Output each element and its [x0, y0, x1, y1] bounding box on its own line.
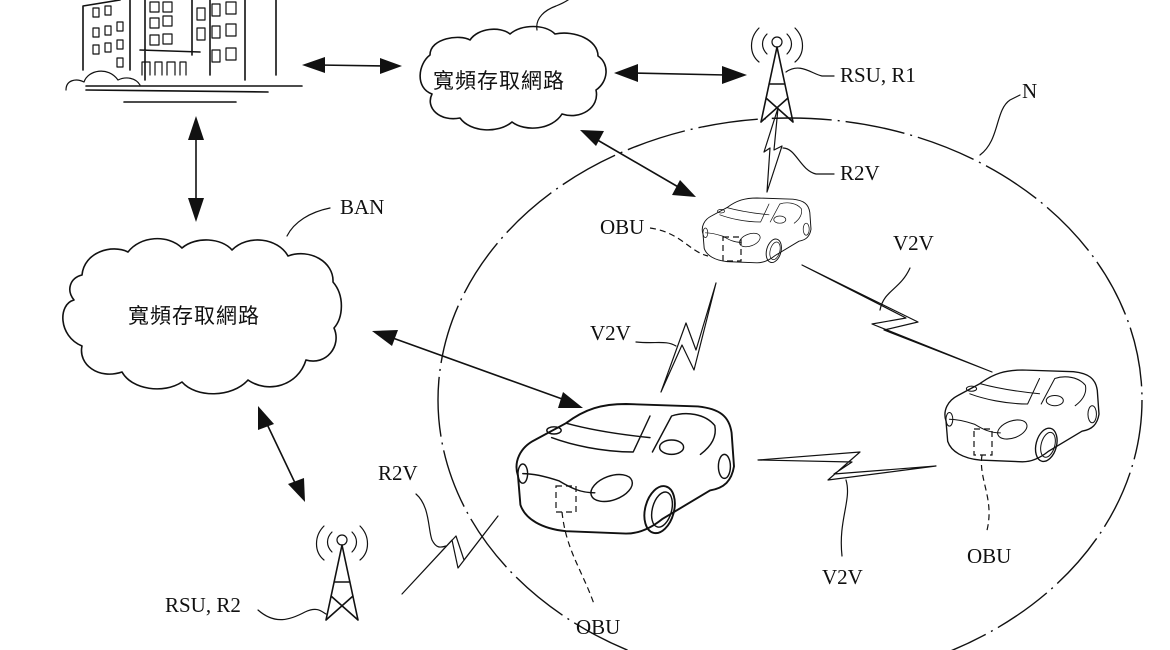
v2v-top-center-label: V2V	[590, 321, 631, 345]
car-top-obu-label: OBU	[600, 215, 644, 239]
wireless-link-icon	[763, 107, 783, 193]
link-building-cloud-left	[188, 116, 204, 222]
link-building-cloud-top	[302, 57, 402, 74]
rsu-r2: RSU, R2	[165, 525, 369, 621]
car-right: OBU	[944, 369, 1100, 568]
cloud-top: 寬頻存取網路	[419, 0, 607, 131]
wireless-link-icon	[660, 282, 717, 393]
link-cloud-left-rsu-r2	[258, 406, 305, 502]
network-boundary	[437, 117, 1143, 650]
v2v-center-right-label: V2V	[822, 565, 863, 589]
car-top: OBU	[600, 197, 812, 265]
car-right-obu-label: OBU	[967, 544, 1011, 568]
r2v-bottom-label: R2V	[378, 461, 418, 485]
v2v-link-center-right: V2V	[757, 451, 937, 589]
car-icon	[944, 369, 1100, 465]
obu-box	[555, 485, 577, 513]
car-center-obu-label: OBU	[576, 615, 620, 639]
obu-box	[973, 428, 993, 456]
r2v-link-bottom: R2V	[378, 461, 499, 595]
car-icon	[515, 403, 735, 538]
rsu-r2-label: RSU, R2	[165, 593, 241, 617]
wireless-link-icon	[757, 451, 937, 481]
network-boundary-leader	[979, 94, 1021, 156]
r2v-link-top: R2V	[763, 107, 880, 193]
cloud-left-text: 寬頻存取網路	[128, 304, 260, 328]
r2v-top-label: R2V	[840, 161, 880, 185]
v2v-top-right-label: V2V	[893, 231, 934, 255]
building-icon	[65, 0, 303, 103]
wireless-link-icon	[801, 264, 993, 373]
link-cloud-left-car-center	[372, 330, 583, 408]
rsu-r1: RSU, R1	[750, 27, 916, 123]
cloud-left-label: BAN	[340, 195, 384, 219]
cloud-top-text: 寬頻存取網路	[433, 69, 565, 93]
car-icon	[701, 197, 812, 265]
v2v-link-top-right: V2V	[801, 231, 993, 373]
cloud-left: BAN 寬頻存取網路	[62, 195, 384, 395]
rsu-r1-label: RSU, R1	[840, 63, 916, 87]
obu-box	[722, 236, 742, 262]
network-label: N	[1022, 79, 1037, 103]
wireless-link-icon	[401, 515, 499, 595]
link-cloud-top-rsu-r1	[614, 64, 747, 84]
link-cloud-top-car-top	[580, 130, 696, 197]
v2v-link-top-center: V2V	[590, 282, 717, 393]
car-center: OBU	[515, 403, 735, 639]
antenna-tower-icon	[750, 27, 804, 123]
antenna-tower-icon	[315, 525, 369, 621]
